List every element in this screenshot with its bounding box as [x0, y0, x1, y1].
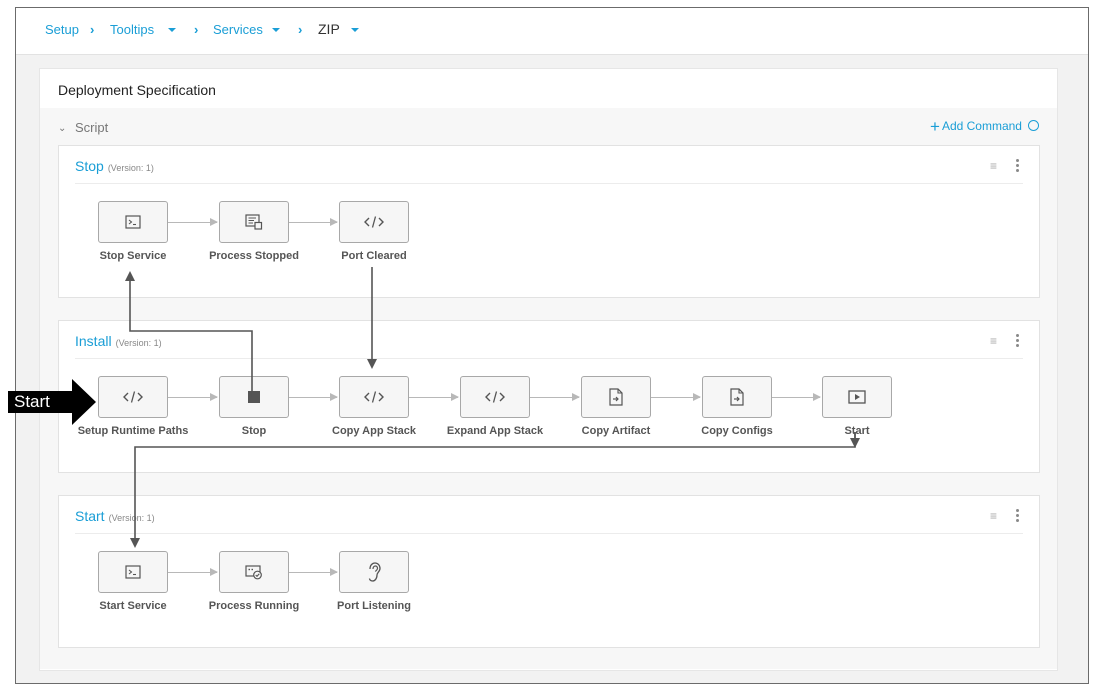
step-connector-arrow [289, 218, 338, 226]
code-icon [484, 390, 506, 404]
step-connector-arrow [651, 393, 701, 401]
step-node-copy-artifact[interactable] [581, 376, 651, 418]
step-label: Stop Service [99, 250, 167, 262]
breadcrumb-separator: › [90, 22, 95, 37]
top-bar: Setup › Tooltips › Services › ZIP [16, 8, 1088, 55]
step-node-expand-app-stack[interactable] [460, 376, 530, 418]
step-connector-arrow [168, 568, 218, 576]
step-node-port-cleared[interactable] [339, 201, 409, 243]
step-node-copy-app-stack[interactable] [339, 376, 409, 418]
step-node-start[interactable] [822, 376, 892, 418]
section-start: Start(Version: 1) ≡ Start Service Process… [58, 495, 1040, 648]
deployment-specification-panel: Deployment Specification ⌄ Script +Add C… [39, 68, 1058, 671]
stop-icon [247, 390, 261, 404]
chevron-down-icon[interactable] [168, 28, 176, 32]
step-connector-arrow [289, 393, 338, 401]
code-icon [122, 390, 144, 404]
section-install: Install(Version: 1) ≡ Setup Runtime Path… [58, 320, 1040, 473]
breadcrumb-setup[interactable]: Setup [45, 22, 79, 37]
step-node-port-listening[interactable] [339, 551, 409, 593]
step-connector-arrow [530, 393, 580, 401]
step-node-stop-service[interactable] [98, 201, 168, 243]
more-options-icon[interactable] [1016, 334, 1020, 349]
process-running-icon [245, 564, 263, 580]
breadcrumb-services[interactable]: Services [213, 22, 263, 37]
section-version: (Version: 1) [107, 163, 154, 173]
step-node-stop[interactable] [219, 376, 289, 418]
file-copy-icon [730, 388, 744, 406]
more-options-icon[interactable] [1016, 509, 1020, 524]
step-label: Start [844, 425, 870, 437]
add-command-button[interactable]: +Add Command [930, 117, 1039, 137]
more-options-icon[interactable] [1016, 159, 1020, 174]
plus-icon: + [930, 117, 940, 136]
add-command-label: Add Command [941, 119, 1022, 133]
divider [75, 358, 1023, 359]
terminal-icon [125, 565, 141, 579]
step-label: Port Listening [337, 600, 411, 612]
step-node-process-running[interactable] [219, 551, 289, 593]
breadcrumb-tooltips[interactable]: Tooltips [110, 22, 155, 37]
breadcrumb-zip[interactable]: ZIP [318, 21, 340, 37]
step-connector-arrow [409, 393, 459, 401]
drag-handle-icon[interactable]: ≡ [989, 159, 997, 173]
section-version: (Version: 1) [108, 513, 155, 523]
drag-handle-icon[interactable]: ≡ [989, 509, 997, 523]
file-copy-icon [609, 388, 623, 406]
step-label: Process Running [208, 600, 300, 612]
chevron-down-icon[interactable]: ⌄ [58, 123, 67, 134]
breadcrumb-separator: › [194, 22, 199, 37]
step-connector-arrow [168, 393, 218, 401]
play-icon [848, 390, 866, 404]
ear-icon [367, 562, 381, 582]
breadcrumb-separator: › [298, 22, 303, 37]
section-title[interactable]: Stop [75, 158, 104, 174]
section-title[interactable]: Start [75, 508, 105, 524]
step-node-copy-configs[interactable] [702, 376, 772, 418]
panel-body: ⌄ Script +Add Command Stop(Version: 1) ≡… [40, 108, 1057, 669]
script-toggle[interactable]: Script [75, 120, 109, 135]
chevron-down-icon[interactable] [351, 28, 359, 32]
history-icon[interactable] [1027, 120, 1039, 131]
panel-title: Deployment Specification [58, 82, 216, 98]
start-callout-label: Start [14, 392, 50, 411]
step-label: Process Stopped [209, 250, 299, 262]
step-node-start-service[interactable] [98, 551, 168, 593]
step-node-process-stopped[interactable] [219, 201, 289, 243]
process-icon [245, 214, 263, 230]
step-node-setup-runtime-paths[interactable] [98, 376, 168, 418]
code-icon [363, 215, 385, 229]
step-connector-arrow [772, 393, 821, 401]
app-window: Setup › Tooltips › Services › ZIP Deploy… [15, 7, 1089, 684]
section-version: (Version: 1) [115, 338, 162, 348]
step-connector-arrow [168, 218, 218, 226]
step-connector-arrow [289, 568, 338, 576]
drag-handle-icon[interactable]: ≡ [989, 334, 997, 348]
divider [75, 183, 1023, 184]
step-label: Port Cleared [341, 250, 407, 262]
section-stop: Stop(Version: 1) ≡ Stop Service Process S… [58, 145, 1040, 298]
chevron-down-icon[interactable] [272, 28, 280, 32]
code-icon [363, 390, 385, 404]
terminal-icon [125, 215, 141, 229]
divider [75, 533, 1023, 534]
step-label: Start Service [99, 600, 167, 612]
section-title[interactable]: Install [75, 333, 112, 349]
